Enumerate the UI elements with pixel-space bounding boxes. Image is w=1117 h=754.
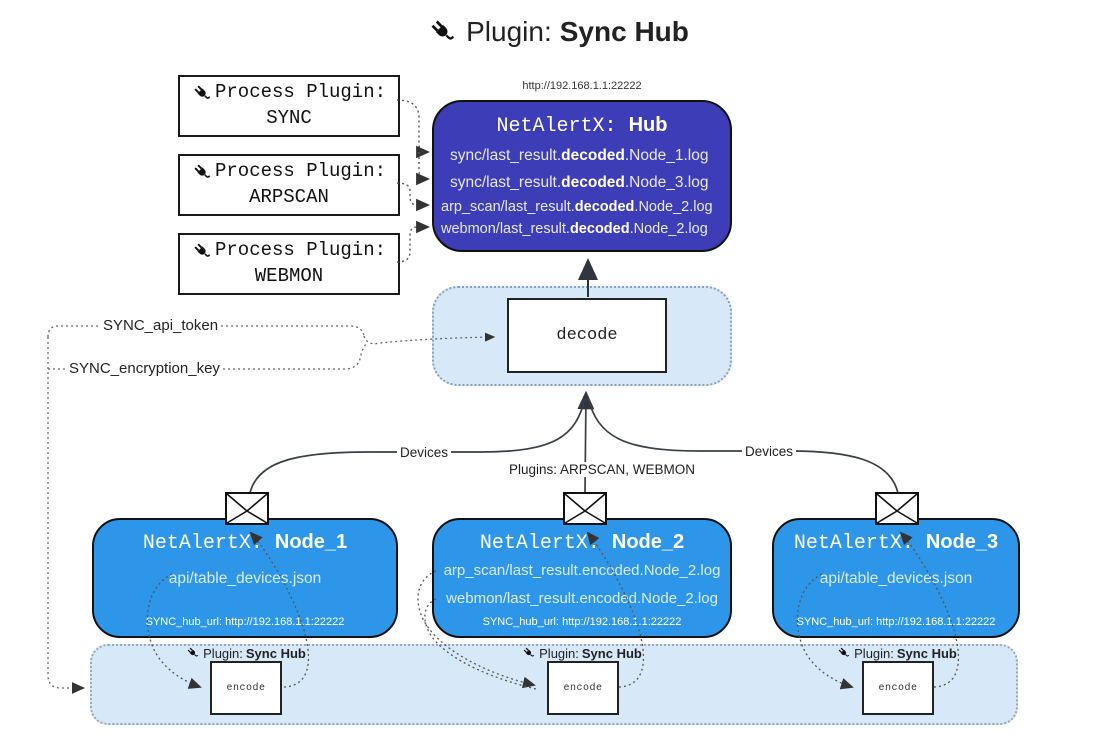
plug-icon — [522, 646, 536, 660]
encode-plugin-label: Plugin: Sync Hub — [522, 646, 642, 661]
page-title: Plugin: Sync Hub — [0, 16, 1117, 48]
hub-log-line: arp_scan/last_result.decoded.Node_2.log — [441, 199, 713, 215]
plug-icon — [837, 646, 851, 660]
hub-title: NetAlertX: Hub — [434, 114, 730, 138]
process-plugin-name: WEBMON — [254, 265, 324, 287]
node-file: api/table_devices.json — [819, 570, 973, 587]
encode-plugin-label: Plugin: Sync Hub — [837, 646, 957, 661]
node-box-node3: NetAlertX: Node_3 api/table_devices.json… — [772, 518, 1020, 638]
process-plugin-box-sync: Process Plugin: SYNC — [178, 75, 400, 137]
node-box-node1: NetAlertX: Node_1 api/table_devices.json… — [92, 518, 398, 638]
hub-title-name: Hub — [628, 114, 668, 136]
devices-label-right: Devices — [742, 444, 797, 459]
decode-box: decode — [507, 298, 667, 373]
hub-log-line: sync/last_result.decoded.Node_1.log — [450, 147, 709, 164]
node-file: arp_scan/last_result.encoded.Node_2.log — [443, 562, 721, 579]
sync-encryption-key-label: SYNC_encryption_key — [66, 360, 223, 377]
node-hub-url: SYNC_hub_url: http://192.168.1.1:22222 — [796, 616, 996, 628]
node-to-decode-curves — [249, 390, 899, 494]
node-file: api/table_devices.json — [168, 570, 322, 587]
node-box-node2: NetAlertX: Node_2 arp_scan/last_result.e… — [432, 518, 732, 638]
process-plugin-name: SYNC — [266, 107, 312, 129]
title-prefix: Plugin: — [466, 16, 552, 47]
title-highlight: Sync Hub — [559, 16, 689, 47]
plug-icon — [192, 241, 213, 262]
encode-box: encode — [210, 661, 282, 715]
plugin-to-hub-connectors — [396, 99, 431, 263]
plug-icon — [428, 17, 458, 47]
encode-box: encode — [862, 661, 934, 715]
hub-box: NetAlertX: Hub sync/last_result.decoded.… — [432, 100, 732, 252]
node-hub-url: SYNC_hub_url: http://192.168.1.1:22222 — [145, 616, 345, 628]
process-plugin-name: ARPSCAN — [249, 186, 329, 208]
node-title: NetAlertX: Node_2 — [479, 531, 685, 555]
encode-box: encode — [547, 661, 619, 715]
encode-plugin-label: Plugin: Sync Hub — [186, 646, 306, 661]
process-plugin-label: Process Plugin: — [214, 239, 387, 262]
hub-url-label: http://192.168.1.1:22222 — [522, 80, 642, 92]
process-plugin-label: Process Plugin: — [214, 81, 387, 104]
hub-title-prefix: NetAlertX: — [496, 115, 629, 138]
process-plugin-label: Process Plugin: — [214, 160, 387, 183]
node-hub-url: SYNC_hub_url: http://192.168.1.1:22222 — [482, 616, 682, 628]
process-plugin-box-arpscan: Process Plugin: ARPSCAN — [178, 154, 400, 216]
plug-icon — [192, 162, 213, 183]
plugins-label: Plugins: ARPSCAN, WEBMON — [506, 462, 699, 477]
decode-label: decode — [556, 326, 618, 345]
devices-label-left: Devices — [397, 445, 452, 460]
node-title: NetAlertX: Node_3 — [793, 531, 999, 555]
node-file: webmon/last_result.encoded.Node_2.log — [446, 590, 718, 607]
hub-log-line: sync/last_result.decoded.Node_3.log — [450, 174, 709, 191]
plug-icon — [186, 646, 200, 660]
sync-api-token-label: SYNC_api_token — [100, 317, 222, 334]
node-title: NetAlertX: Node_1 — [142, 531, 348, 555]
process-plugin-box-webmon: Process Plugin: WEBMON — [178, 233, 400, 295]
plug-icon — [192, 83, 213, 104]
hub-log-line: webmon/last_result.decoded.Node_2.log — [441, 221, 708, 237]
